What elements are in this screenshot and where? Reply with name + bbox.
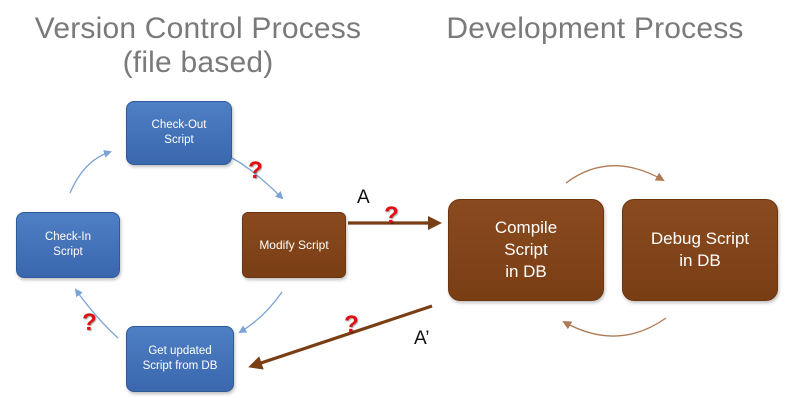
cycle-arrow-checkout-to-modify (231, 157, 284, 200)
debug-script-box: Debug Script in DB (622, 199, 778, 301)
get-updated-script-box: Get updated Script from DB (126, 326, 234, 392)
compile-script-box: Compile Script in DB (448, 199, 604, 301)
heading-version-control: Version Control Process (file based) (34, 12, 362, 79)
modify-script-box: Modify Script (242, 212, 346, 278)
cycle-arrow-compile-to-debug (565, 165, 665, 184)
question-mark-getupdated-checkin: ? (82, 309, 97, 336)
question-mark-arrow-a: ? (384, 202, 399, 229)
question-mark-checkout-modify: ? (248, 157, 263, 184)
heading-development: Development Process (446, 12, 744, 45)
question-mark-arrow-a-prime: ? (344, 311, 359, 338)
arrow-a-label: A (357, 187, 370, 208)
cycle-arrow-checkin-to-checkout (69, 149, 112, 194)
check-out-script-box: Check-Out Script (126, 101, 232, 165)
arrow-a-prime-label: A’ (414, 328, 430, 349)
cycle-arrow-debug-to-compile (562, 317, 667, 337)
cycle-arrow-modify-to-getupdated (238, 291, 283, 334)
check-in-script-box: Check-In Script (16, 212, 120, 278)
connector-arrow-a-prime (248, 304, 433, 370)
cycle-arrow-getupdated-to-checkin (74, 288, 119, 339)
